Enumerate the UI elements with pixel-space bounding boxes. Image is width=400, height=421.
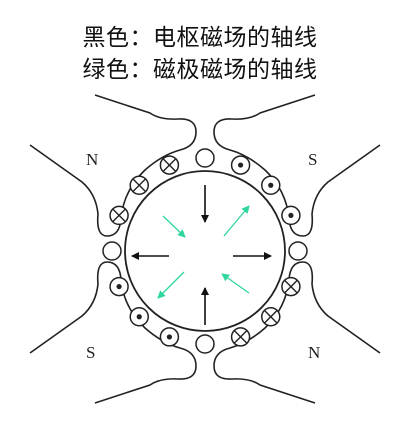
legend-armature-axis: 黑色：电枢磁场的轴线 <box>82 25 318 51</box>
conductor-cross <box>230 327 251 347</box>
conductor-empty <box>195 148 215 168</box>
pole-shoes <box>29 94 381 404</box>
pole-label-top-right: S <box>308 150 317 169</box>
pole-label-top-left: N <box>86 150 98 169</box>
pole-shoe-top-left <box>29 94 197 237</box>
conductor-cross <box>281 276 301 297</box>
conductor-empty <box>195 334 215 354</box>
pole-shoe-bottom-right <box>213 261 381 404</box>
conductor-empty <box>288 241 308 261</box>
conductor-dot <box>109 276 129 297</box>
pole-axis-arrows <box>157 205 250 299</box>
pole-shoe-top-right <box>213 94 381 237</box>
pole-arrow-top-right <box>223 205 250 237</box>
pole-arrow-top-left <box>162 215 186 238</box>
conductor-dot <box>230 155 251 175</box>
conductor-dot <box>159 327 180 347</box>
conductor-dot <box>261 175 281 195</box>
conductor-cross <box>109 205 129 226</box>
conductor-cross <box>261 307 281 327</box>
conductor-empty <box>102 241 122 261</box>
armature-axis-arrows <box>131 185 272 325</box>
legend-pole-axis: 绿色：磁极磁场的轴线 <box>82 57 318 83</box>
conductor-cross <box>159 155 180 175</box>
armature-conductors <box>102 148 308 354</box>
pole-label-bottom-right: N <box>308 343 320 362</box>
pole-label-bottom-left: S <box>86 343 95 362</box>
pole-arrow-bottom-left <box>157 271 185 299</box>
pole-shoe-bottom-left <box>29 261 197 404</box>
conductor-cross <box>129 175 149 195</box>
conductor-dot <box>129 307 149 327</box>
pole-arrow-bottom-right <box>221 273 250 294</box>
conductor-dot <box>281 205 301 226</box>
armature-rotor <box>124 170 286 332</box>
